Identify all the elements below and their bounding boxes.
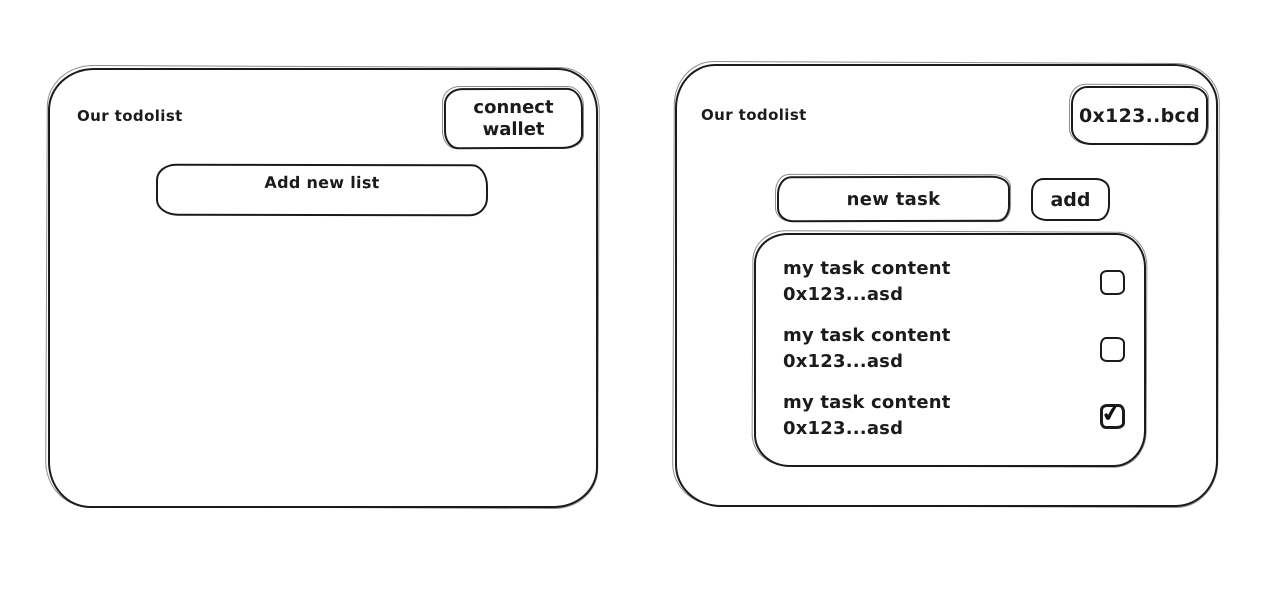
task-address: 0x123...asd [783, 418, 904, 439]
task-row: my task content 0x123...asd ✔ [783, 390, 1126, 442]
task-content: my task content [783, 392, 951, 413]
task-text: my task content 0x123...asd [783, 390, 951, 442]
new-task-input[interactable] [778, 177, 1009, 221]
add-new-list-button[interactable]: Add new list [155, 163, 489, 217]
tasks-view-panel: Our todolist 0x123..bcd add my task cont… [675, 64, 1218, 507]
new-task-input-box [776, 175, 1011, 223]
task-checkbox[interactable]: ✔ [1099, 399, 1125, 429]
page-title: Our todolist [77, 107, 183, 125]
task-list: my task content 0x123...asd my task cont… [754, 233, 1146, 467]
add-task-button[interactable]: add [1031, 178, 1110, 221]
task-checkbox[interactable] [1100, 336, 1125, 362]
task-text: my task content 0x123...asd [783, 256, 951, 308]
task-address: 0x123...asd [783, 351, 904, 372]
task-address: 0x123...asd [783, 284, 904, 305]
wallet-address-button[interactable]: 0x123..bcd [1071, 86, 1208, 145]
page-title: Our todolist [701, 106, 807, 124]
task-row: my task content 0x123...asd [783, 256, 1126, 308]
check-icon: ✔ [1099, 399, 1123, 429]
connect-wallet-button[interactable]: connect wallet [443, 87, 584, 150]
task-checkbox[interactable] [1100, 269, 1125, 295]
task-text: my task content 0x123...asd [783, 323, 951, 375]
task-content: my task content [783, 258, 951, 279]
task-row: my task content 0x123...asd [783, 323, 1126, 375]
task-content: my task content [783, 325, 951, 346]
list-view-panel: Our todolist connect wallet Add new list [48, 68, 598, 508]
